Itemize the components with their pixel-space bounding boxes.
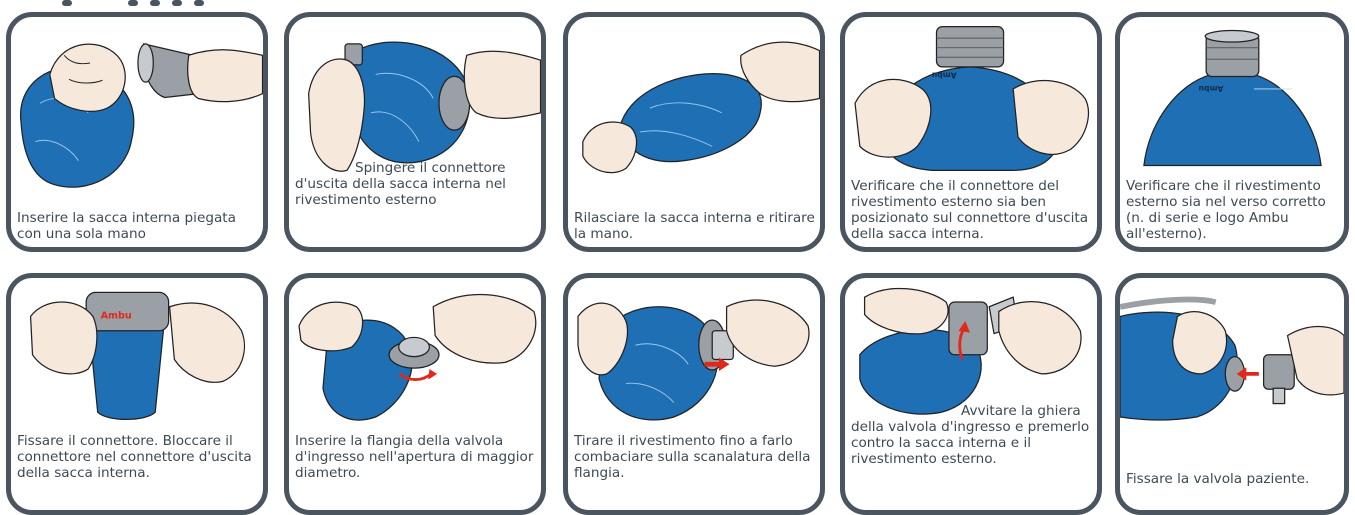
step-panel-7: Inserire la flangia della valvola d'ingr…	[284, 273, 546, 515]
svg-text:Ambu: Ambu	[101, 310, 132, 321]
step-caption-3: Rilasciare la sacca interna e ritirare l…	[574, 210, 815, 242]
top-edge-fragment	[62, 0, 204, 6]
hand-folding-bag-icon	[20, 43, 263, 188]
release-bag-icon	[582, 41, 820, 174]
pull-cover-icon	[577, 299, 810, 421]
step-panel-2: Spingere il connettore d'uscita della sa…	[284, 12, 546, 252]
step-panel-1: Inserire la sacca interna piegata con un…	[6, 12, 268, 252]
attach-patient-valve-icon	[1120, 296, 1344, 421]
step-panel-5: Ambu Verificare che il rivestimento este…	[1115, 12, 1349, 252]
step-panel-3: Rilasciare la sacca interna e ritirare l…	[563, 12, 825, 252]
step-caption-7: Inserire la flangia della valvola d'ingr…	[295, 433, 534, 481]
step-panel-9: Avvitare la ghiera della valvola d'ingre…	[840, 273, 1102, 515]
push-connector-icon	[307, 41, 541, 172]
check-orientation-icon: Ambu	[1143, 29, 1322, 167]
step-caption-2: Spingere il connettore d'uscita della sa…	[295, 160, 506, 208]
step-caption-6: Fissare il connettore. Bloccare il conne…	[17, 433, 252, 481]
step-caption-10: Fissare la valvola paziente.	[1126, 471, 1310, 487]
step-caption-5: Verificare che il rivestimento esterno s…	[1126, 178, 1326, 242]
check-connector-icon: Ambu	[854, 25, 1089, 171]
step-caption-9: Avvitare la ghiera della valvola d'ingre…	[851, 403, 1090, 467]
step-panel-4: Ambu Verificare che il connettore del ri…	[840, 12, 1102, 252]
insert-flange-icon	[298, 293, 537, 421]
step-panel-10: Fissare la valvola paziente.	[1115, 273, 1349, 515]
step-caption-4: Verificare che il connettore del rivesti…	[851, 178, 1089, 242]
svg-text:Ambu: Ambu	[932, 71, 957, 80]
step-caption-1: Inserire la sacca interna piegata con un…	[17, 210, 236, 242]
svg-text:Ambu: Ambu	[1199, 84, 1224, 93]
fix-connector-icon: Ambu	[29, 291, 246, 420]
step-caption-8: Tirare il rivestimento fino a farlo comb…	[574, 433, 811, 481]
step-panel-6: Ambu Fissare il connettore. Bloccare il …	[6, 273, 268, 515]
screw-ring-icon	[859, 287, 1082, 415]
step-panel-8: Tirare il rivestimento fino a farlo comb…	[563, 273, 825, 515]
